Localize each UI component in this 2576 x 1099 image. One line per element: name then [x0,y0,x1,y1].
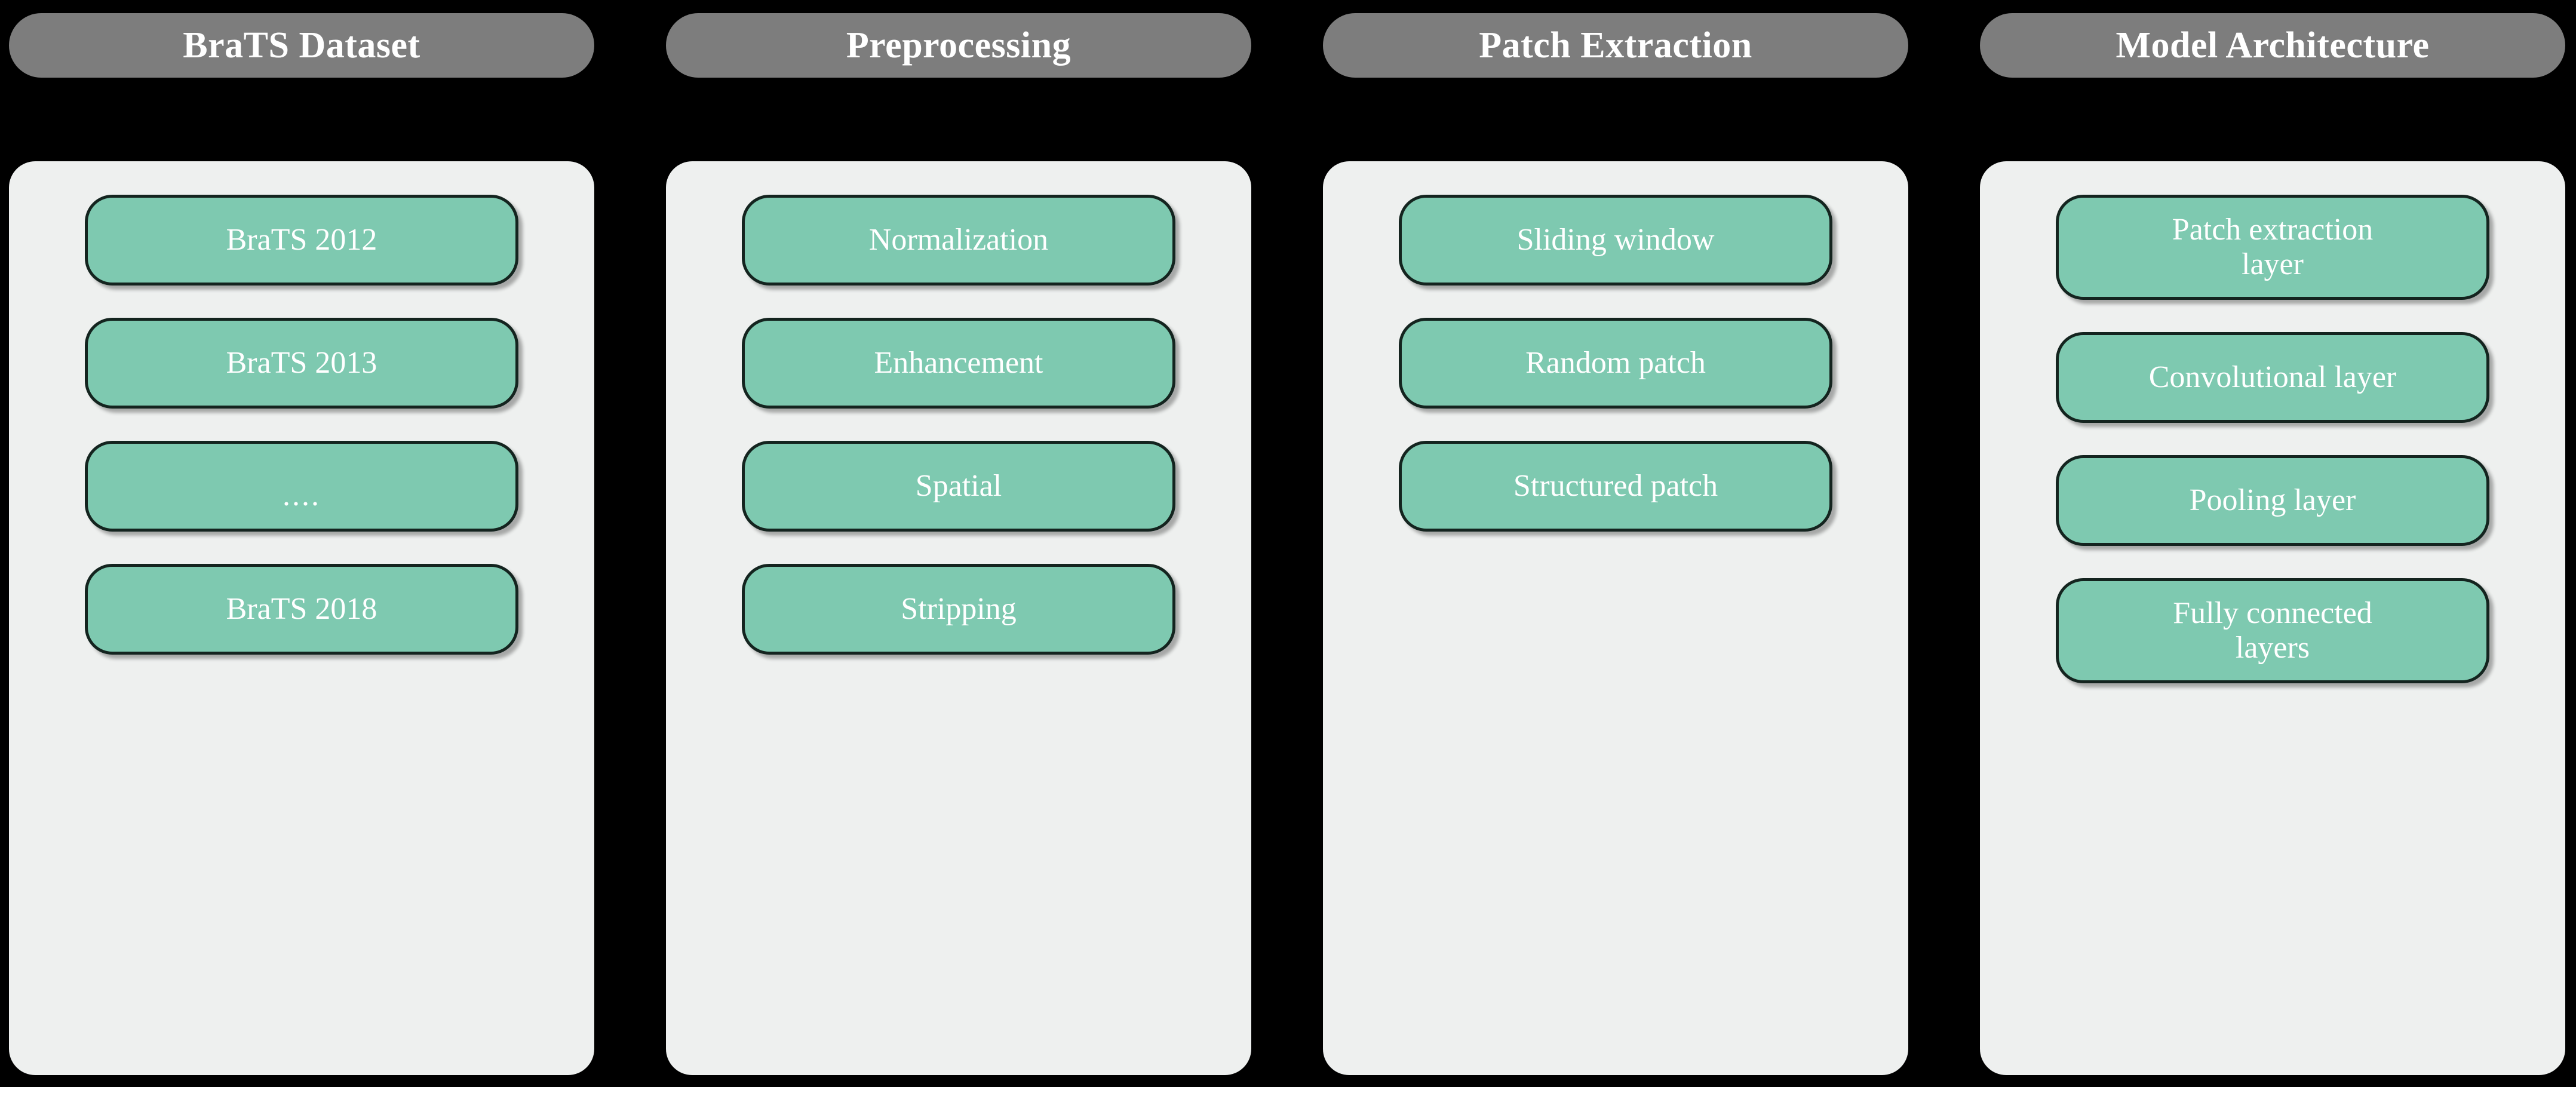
list-item[interactable]: BraTS 2012 [85,195,518,286]
list-item[interactable]: Stripping [742,564,1175,655]
list-item-label: Random patch [1525,345,1706,380]
list-item[interactable]: Enhancement [742,318,1175,409]
list-item-label: Structured patch [1513,468,1718,503]
item-list-patch-extraction: Sliding window Random patch Structured p… [1323,195,1908,532]
list-item-label: Stripping [901,591,1017,626]
list-item-label: BraTS 2013 [226,345,377,380]
list-item[interactable]: BraTS 2013 [85,318,518,409]
column-header-brats-dataset: BraTS Dataset [9,13,594,78]
pipeline-column-preprocessing: Preprocessing Normalization Enhancement … [666,13,1251,1075]
item-list-preprocessing: Normalization Enhancement Spatial Stripp… [666,195,1251,655]
column-panel-model-architecture: Patch extraction layer Convolutional lay… [1980,161,2565,1075]
column-header-preprocessing: Preprocessing [666,13,1251,78]
pipeline-column-model-architecture: Model Architecture Patch extraction laye… [1980,13,2565,1075]
list-item[interactable]: Random patch [1399,318,1832,409]
column-header-model-architecture: Model Architecture [1980,13,2565,78]
header-gap-spacer-1 [9,78,594,161]
list-item[interactable]: Sliding window [1399,195,1832,286]
list-item-label: BraTS 2012 [226,222,377,257]
list-item[interactable]: Patch extraction layer [2056,195,2489,300]
list-item-label: Convolutional layer [2148,360,2397,394]
list-item[interactable]: Structured patch [1399,441,1832,532]
item-list-model-architecture: Patch extraction layer Convolutional lay… [1980,195,2565,683]
list-item-label: Normalization [868,222,1049,257]
list-item-label: BraTS 2018 [226,591,377,626]
list-item-ellipsis[interactable]: .... [85,441,518,532]
bottom-white-strip [0,1087,2576,1099]
list-item[interactable]: Pooling layer [2056,455,2489,546]
list-item-label: Pooling layer [2189,483,2356,517]
list-item-label: Sliding window [1516,222,1715,257]
pipeline-column-brats-dataset: BraTS Dataset BraTS 2012 BraTS 2013 ....… [9,13,594,1075]
list-item-label: .... [283,478,321,512]
list-item[interactable]: Fully connected layers [2056,578,2489,683]
pipeline-column-patch-extraction: Patch Extraction Sliding window Random p… [1323,13,1908,1075]
header-gap-spacer-2 [666,78,1251,161]
column-panel-brats-dataset: BraTS 2012 BraTS 2013 .... BraTS 2018 [9,161,594,1075]
list-item-label: Patch extraction layer [2172,212,2374,281]
header-gap-spacer-4 [1980,78,2565,161]
list-item[interactable]: BraTS 2018 [85,564,518,655]
list-item[interactable]: Spatial [742,441,1175,532]
list-item-label: Fully connected layers [2173,595,2372,665]
item-list-brats-dataset: BraTS 2012 BraTS 2013 .... BraTS 2018 [9,195,594,655]
column-header-patch-extraction: Patch Extraction [1323,13,1908,78]
list-item-label: Spatial [915,468,1002,503]
list-item[interactable]: Convolutional layer [2056,332,2489,423]
list-item[interactable]: Normalization [742,195,1175,286]
column-panel-preprocessing: Normalization Enhancement Spatial Stripp… [666,161,1251,1075]
column-panel-patch-extraction: Sliding window Random patch Structured p… [1323,161,1908,1075]
header-gap-spacer-3 [1323,78,1908,161]
list-item-label: Enhancement [874,345,1043,380]
